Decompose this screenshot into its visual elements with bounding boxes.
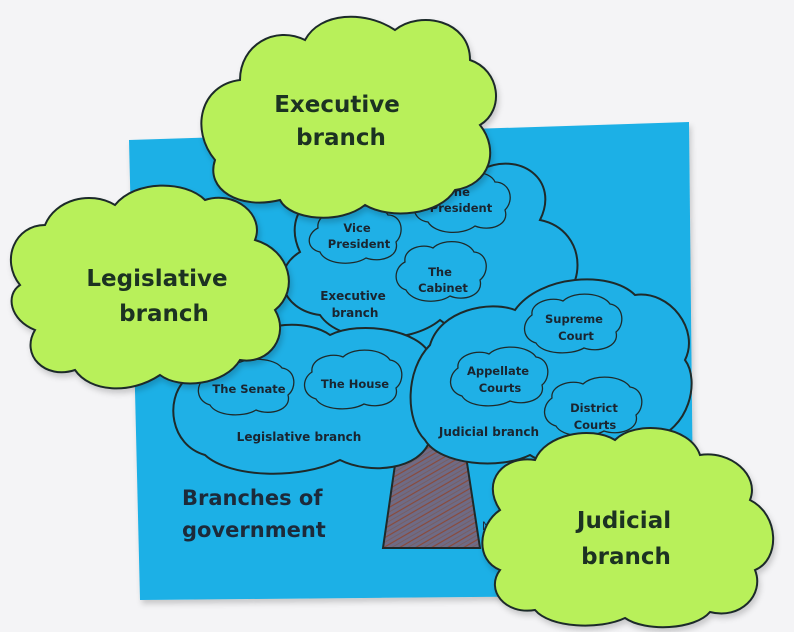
legislative-group-label: Legislative branch	[237, 430, 362, 444]
cabinet-line2: Cabinet	[418, 281, 468, 295]
executive-group-label-line1: Executive	[320, 289, 386, 303]
executive-cutout-line1: Executive	[274, 92, 400, 118]
district-courts-line1: District	[570, 401, 618, 415]
cabinet-cloud: The Cabinet	[395, 241, 487, 302]
district-courts-line2: Courts	[574, 418, 617, 432]
legislative-cutout-line1: Legislative	[86, 266, 227, 292]
vice-president-line2: President	[328, 237, 391, 251]
supreme-court-line1: Supreme	[545, 312, 603, 326]
cabinet-line1: The	[428, 265, 452, 279]
appellate-courts-line1: Appellate	[467, 364, 529, 378]
executive-cutout-line2: branch	[296, 125, 386, 151]
house-label: The House	[321, 377, 389, 391]
appellate-courts-line2: Courts	[479, 381, 522, 395]
judicial-cutout-line1: Judicial	[575, 508, 671, 534]
supreme-court-cloud: Supreme Court	[523, 293, 623, 354]
appellate-courts-cloud: Appellate Courts	[449, 346, 549, 407]
supreme-court-line2: Court	[558, 329, 594, 343]
house-cloud: The House	[303, 349, 403, 410]
judicial-cutout-line2: branch	[581, 544, 671, 570]
judicial-group-label: Judicial branch	[438, 425, 539, 439]
district-courts-cloud: District Courts	[543, 376, 643, 437]
poster-title-line2: government	[182, 518, 326, 542]
president-line2: President	[430, 201, 493, 215]
vice-president-line1: Vice	[343, 221, 370, 235]
senate-label: The Senate	[212, 382, 285, 396]
legislative-cutout-line2: branch	[119, 301, 209, 327]
judicial-cutout: Judicial branch	[481, 427, 775, 629]
executive-cutout: Executive branch	[200, 15, 497, 219]
executive-group-label-line2: branch	[332, 306, 379, 320]
vice-president-cloud: Vice President	[308, 205, 402, 264]
legislative-cutout: Legislative branch	[10, 184, 290, 390]
poster-title-line1: Branches of	[182, 486, 323, 510]
